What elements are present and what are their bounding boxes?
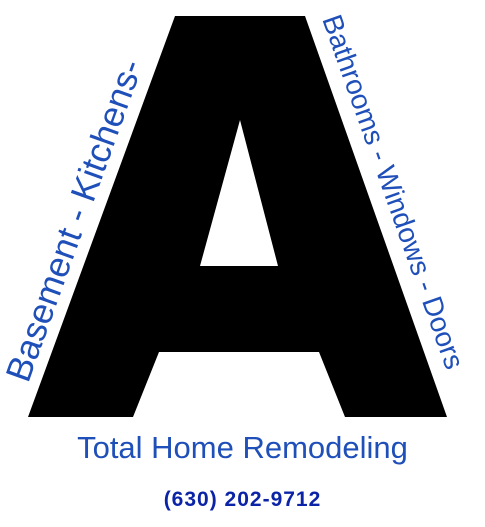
phone-number[interactable]: (630) 202-9712 [163,488,322,511]
logo-letter-a [28,16,447,417]
company-tagline: Total Home Remodeling [77,430,408,465]
